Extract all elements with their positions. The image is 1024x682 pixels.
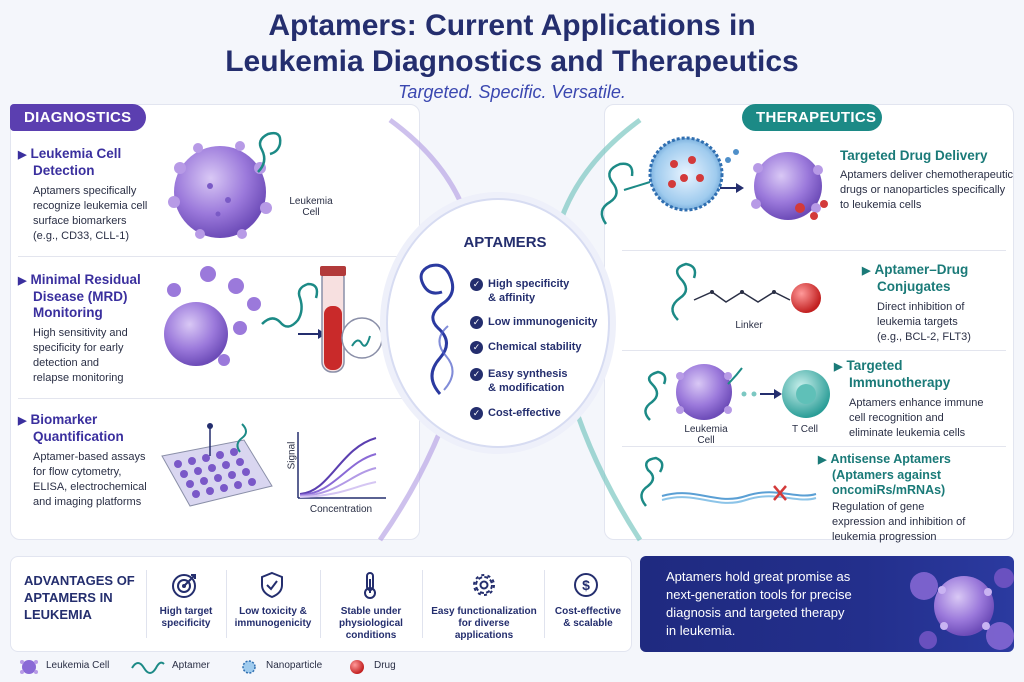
leukemia-cell-label: Leukemia Cell [289,196,333,218]
feature-synthesis: Easy synthesis& modification [488,368,568,394]
ther-section-4-title: ▶Antisense Aptamers (Aptamers against on… [818,452,951,497]
promise-text: Aptamers hold great promise as next-gene… [666,569,852,638]
legend-nanoparticle: Nanoparticle [266,660,323,671]
dollar-icon: $ [574,573,598,597]
advantages-panel [10,556,632,652]
ther-section-2-title: ▶Aptamer–Drug Conjugates [862,262,969,294]
gear-icon [473,574,495,596]
well-plate-illustration [161,423,273,507]
chart-x-axis-label: Concentration [309,504,373,515]
feature-immunogenicity: Low immunogenicity [488,316,598,328]
page-title: Aptamers: Current Applications in Leukem… [0,8,1024,80]
immunotherapy-illustration [644,364,830,421]
feature-stability: Chemical stability [488,341,582,353]
advantages-separator [320,570,321,638]
leukemia-cell-cluster-illustration [910,568,1014,650]
ther-section-3-title: ▶Targeted Immunotherapy [834,358,951,390]
legend-drug: Drug [374,660,396,671]
triangle-bullet-icon: ▶ [18,149,27,161]
legend-aptamer: Aptamer [172,660,210,671]
ther-divider-1 [622,250,1006,251]
ther-divider-3 [622,446,1006,447]
triangle-bullet-icon: ▶ [834,361,843,373]
svg-text:$: $ [582,577,590,593]
diag-section-2-title: ▶Minimal Residual Disease (MRD) Monitori… [18,272,141,320]
ther-section-1-title: Targeted Drug Delivery [840,148,988,163]
leukemia-cell-illustration [168,131,282,239]
ther-divider-2 [622,350,1006,351]
thermometer-icon [364,572,376,599]
diag-divider-2 [18,398,408,399]
check-icon: ✓ [470,368,483,381]
diag-section-2-desc: High sensitivity and specificity for ear… [33,327,128,384]
legend-leukemia-cell: Leukemia Cell [46,660,110,671]
diagnostics-label: DIAGNOSTICS [10,104,146,131]
triangle-bullet-icon: ▶ [862,265,871,277]
ther-section-2-desc: Direct inhibition of leukemia targets (e… [877,301,971,343]
advantages-separator [544,570,545,638]
t-cell-label: T Cell [792,424,818,435]
check-icon: ✓ [470,341,483,354]
ther-section-3-desc: Aptamers enhance immune cell recognition… [849,397,984,439]
therapeutics-label: THERAPEUTICS [742,104,882,131]
chart-y-axis-label: Signal [286,441,298,470]
aptamers-center-circle [386,198,610,448]
advantage-toxicity: Low toxicity &immunogenicity [234,606,312,629]
nanoparticle-icon [242,660,256,674]
triangle-bullet-icon: ▶ [818,454,827,466]
drug-delivery-illustration [600,136,828,225]
aptamer-icon [131,661,165,674]
page-subtitle: Targeted. Specific. Versatile. [398,82,626,102]
advantages-separator [422,570,423,638]
triangle-bullet-icon: ▶ [18,415,27,427]
advantages-title: ADVANTAGES OF APTAMERS IN LEUKEMIA [24,573,135,622]
triangle-bullet-icon: ▶ [18,275,27,287]
diag-section-3-desc: Aptamer-based assays for flow cytometry,… [33,451,147,508]
immuno-leukemia-cell-label: Leukemia Cell [684,424,728,446]
aptamer-structure-illustration [419,263,455,395]
advantage-cost: Cost-effective& scalable [554,606,622,629]
check-icon: ✓ [470,407,483,420]
antisense-illustration [640,456,817,507]
feature-specificity: High specificity& affinity [488,278,570,304]
mrd-illustration [164,266,383,373]
diag-divider-1 [18,256,408,257]
leukemia-cell-icon [20,660,38,674]
advantages-separator [226,570,227,638]
aptamer-drug-conjugate-illustration [671,262,821,321]
diag-section-1-title: ▶Leukemia Cell Detection [18,146,122,178]
diag-section-1-desc: Aptamers specifically recognize leukemia… [33,185,148,242]
signal-concentration-chart [297,432,386,499]
target-icon [172,574,196,598]
diag-section-3-title: ▶Biomarker Quantification [18,412,124,444]
check-icon: ✓ [470,278,483,291]
title-line-2: Leukemia Diagnostics and Therapeutics [225,45,799,78]
feature-cost: Cost-effective [488,407,561,419]
title-line-1: Aptamers: Current Applications in [268,9,756,42]
drug-icon [350,660,364,674]
aptamers-center-title: APTAMERS [463,234,547,251]
ther-section-1-desc: Aptamers deliver chemotherapeutic drugs … [840,169,1014,211]
ther-section-4-desc: Regulation of gene expression and inhibi… [832,501,966,543]
advantages-separator [146,570,147,638]
shield-check-icon [261,571,283,599]
linker-label: Linker [735,320,763,331]
check-icon: ✓ [470,316,483,329]
